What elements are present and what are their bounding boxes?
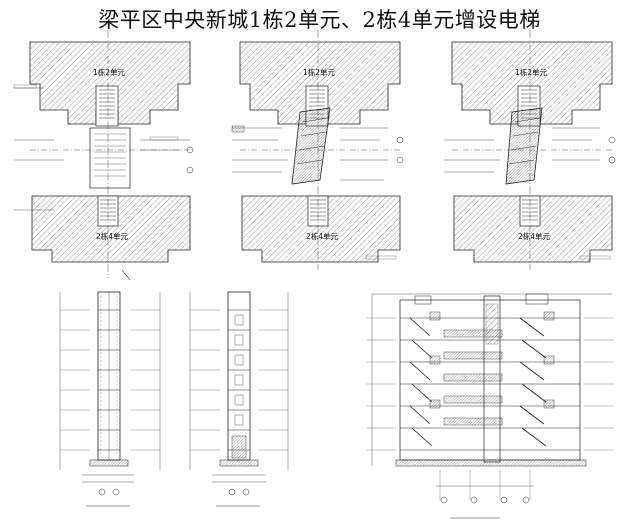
plan-3-upper-unit-label: 1栋2单元 xyxy=(515,67,548,77)
plan-2-lower-unit-label: 2栋4单元 xyxy=(306,231,339,241)
drawing-title: 梁平区中央新城1栋2单元、2栋4单元增设电梯 xyxy=(98,8,541,32)
floor-plan-3 xyxy=(444,30,616,270)
plan-1-lower-unit-label: 2栋4单元 xyxy=(96,231,129,241)
plan-2-upper-unit-label: 1栋2单元 xyxy=(303,67,336,77)
elevation-tower-front xyxy=(59,291,161,507)
plan-3-lower-unit-label: 2栋4单元 xyxy=(518,231,551,241)
floor-plan-2 xyxy=(231,30,404,270)
floor-plan-1 xyxy=(13,30,194,281)
elevation-tower-side xyxy=(189,291,289,507)
building-section xyxy=(366,293,614,519)
plan-1-upper-unit-label: 1栋2单元 xyxy=(93,67,126,77)
